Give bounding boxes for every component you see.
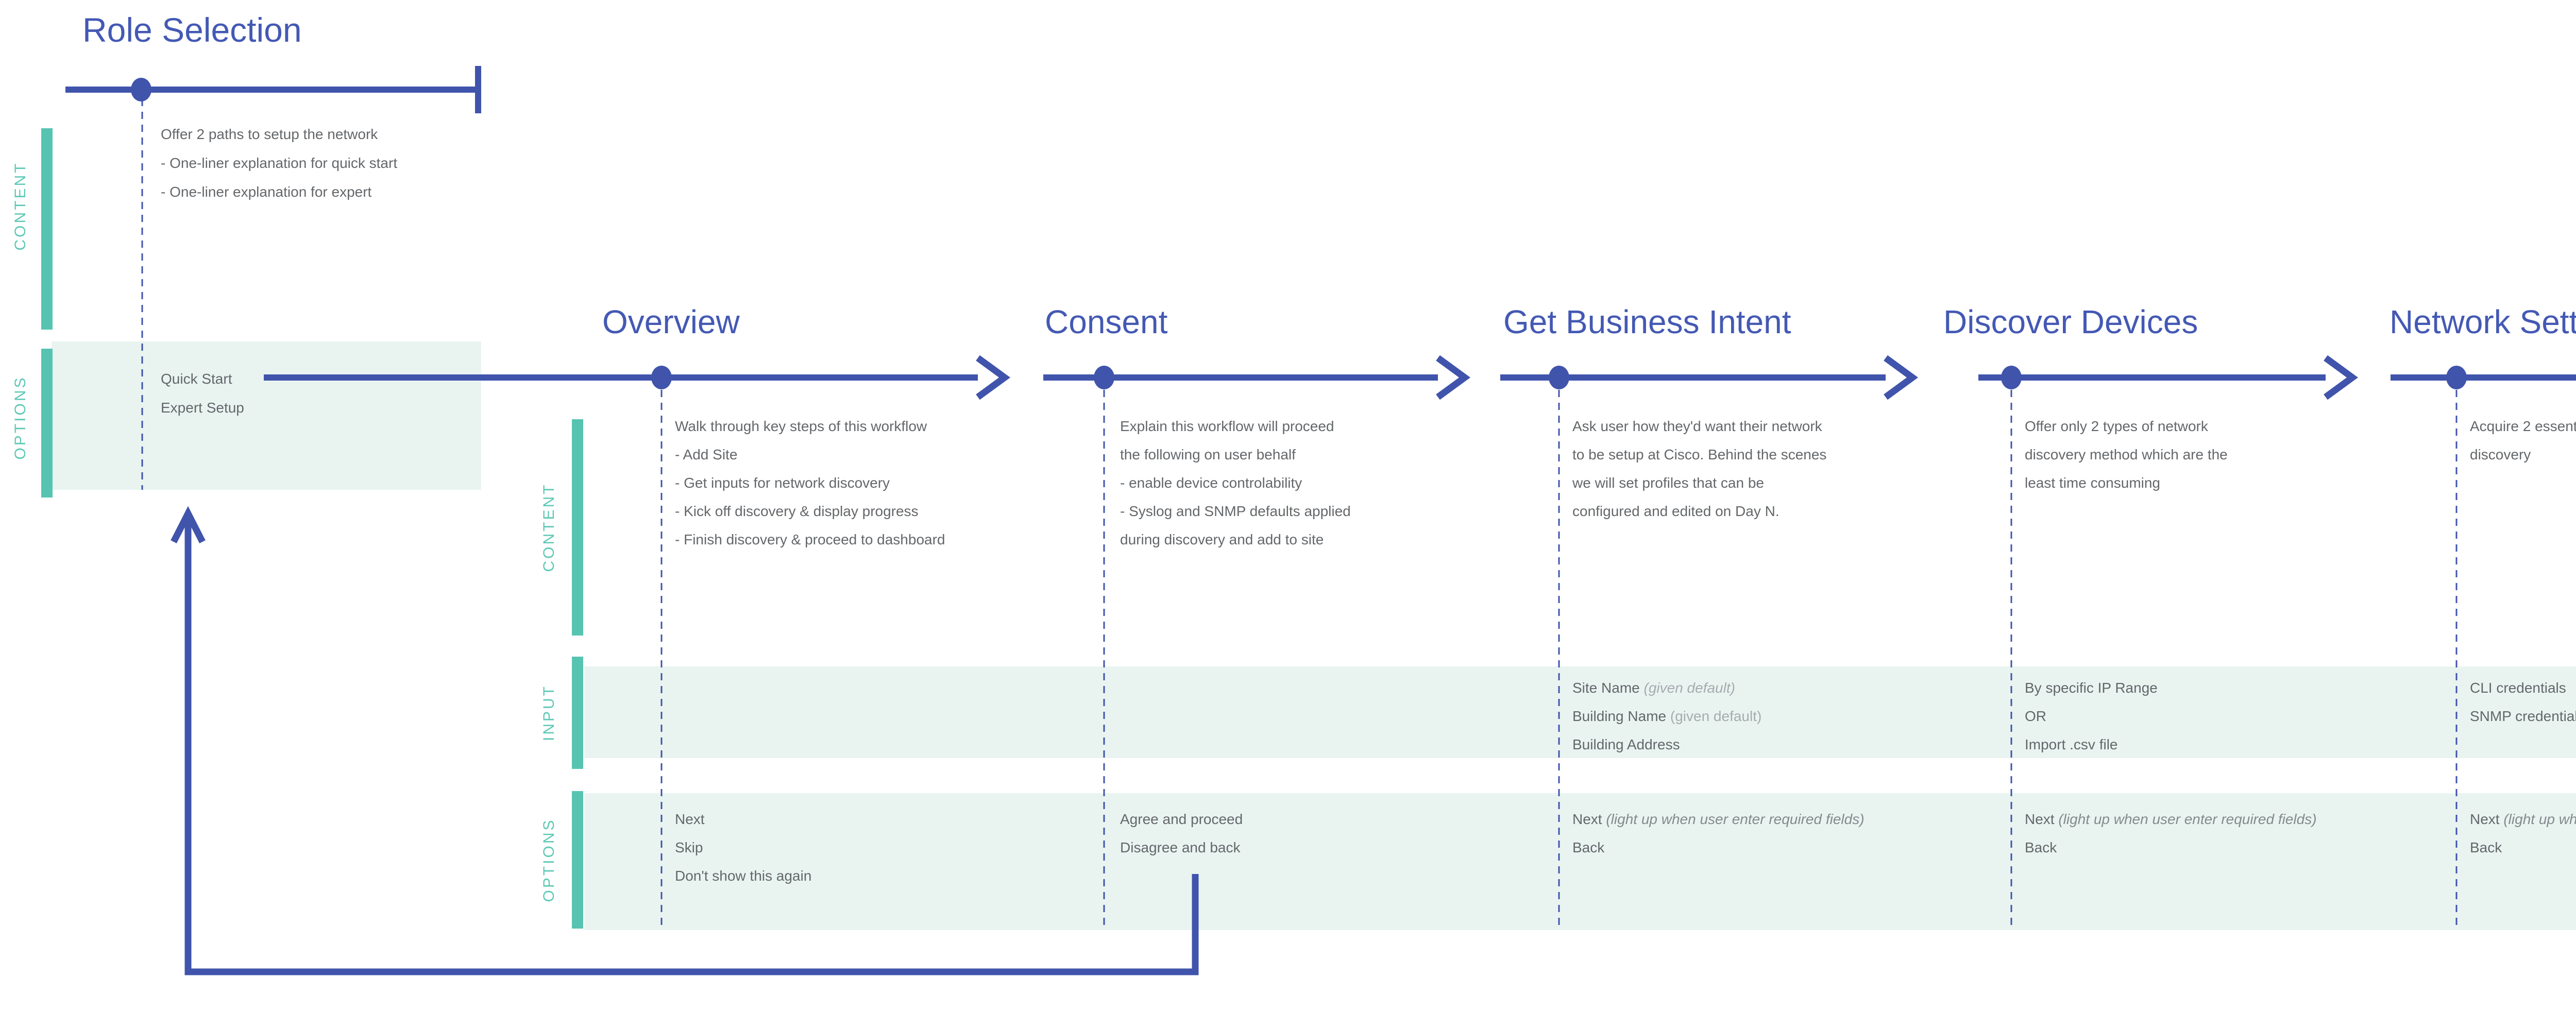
stage-title-network-settings: Network Settings	[2389, 303, 2576, 340]
content-line: Walk through key steps of this workflow	[675, 418, 927, 434]
options-network-settings: Next (light up when user enter required …	[2470, 805, 2576, 862]
content-line: - Add Site	[675, 447, 738, 462]
arrowhead	[2324, 355, 2359, 400]
back-loop-arrow	[171, 506, 1199, 975]
content-line: Offer only 2 types of network	[2025, 418, 2208, 434]
stage-title-get-business-intent: Get Business Intent	[1503, 303, 1791, 340]
input-field-site-name: Site Name (given default)	[1572, 680, 1735, 696]
timeline-dot-network-settings	[2446, 366, 2467, 389]
options-overview: Next Skip Don't show this again	[675, 805, 811, 890]
content-line: Offer 2 paths to setup the network	[161, 126, 378, 142]
content-overview: Walk through key steps of this workflow …	[675, 412, 945, 554]
input-network-settings: CLI credentials SNMP credentials	[2470, 674, 2576, 730]
content-line: Explain this workflow will proceed	[1120, 418, 1334, 434]
content-line: during discovery and add to site	[1120, 531, 1324, 547]
content-line: discovery	[2470, 447, 2531, 462]
content-line: configured and edited on Day N.	[1572, 503, 1780, 519]
input-field-snmp-credentials: SNMP credentials	[2470, 708, 2576, 724]
content-bar-main	[572, 419, 583, 636]
content-line: we will set profiles that can be	[1572, 475, 1764, 491]
content-line: Ask user how they'd want their network	[1572, 418, 1822, 434]
option-next: Next (light up when user enter required …	[1572, 811, 1865, 827]
stage-title-overview: Overview	[602, 303, 740, 340]
options-row-band	[584, 793, 2576, 930]
input-field-building-name: Building Name (given default)	[1572, 708, 1762, 724]
input-option-import-csv: Import .csv file	[2025, 736, 2118, 752]
content-get-business-intent: Ask user how they'd want their network t…	[1572, 412, 1826, 525]
arrowhead	[1436, 355, 1471, 400]
options-bar-main	[572, 791, 583, 929]
content-line: - Get inputs for network discovery	[675, 475, 890, 491]
input-field-building-address: Building Address	[1572, 736, 1680, 752]
timeline-dot-get-business-intent	[1549, 366, 1569, 389]
stage-title-discover-devices: Discover Devices	[1943, 303, 2198, 340]
content-bar-left	[41, 128, 53, 330]
role-selection-content: Offer 2 paths to setup the network - One…	[161, 120, 397, 207]
page-title: Role Selection	[82, 11, 302, 49]
content-line: - enable device controlability	[1120, 475, 1302, 491]
content-line: - Finish discovery & proceed to dashboar…	[675, 531, 945, 547]
timeline-dot	[131, 78, 151, 101]
content-line: discovery method which are the	[2025, 447, 2228, 462]
option-next: Next	[675, 811, 705, 827]
option-back: Back	[1572, 839, 1605, 855]
option-quick-start: Quick Start	[161, 371, 232, 387]
content-line: - Syslog and SNMP defaults applied	[1120, 503, 1351, 519]
option-back: Back	[2025, 839, 2057, 855]
content-line: least time consuming	[2025, 475, 2161, 491]
option-skip: Skip	[675, 839, 703, 855]
option-disagree-back: Disagree and back	[1120, 839, 1241, 855]
option-next: Next (light up when user enter required …	[2025, 811, 2317, 827]
option-dont-show-again: Don't show this again	[675, 868, 812, 884]
arrowhead	[976, 355, 1011, 400]
content-discover-devices: Offer only 2 types of network discovery …	[2025, 412, 2228, 497]
content-line: Acquire 2 essential credentials for	[2470, 418, 2576, 434]
options-get-business-intent: Next (light up when user enter required …	[1572, 805, 1865, 862]
up-arrowhead	[171, 506, 206, 543]
input-option-ip-range: By specific IP Range	[2025, 680, 2158, 696]
timeline-dot-discover-devices	[2001, 366, 2022, 389]
timeline-end-cap	[475, 66, 481, 113]
arrowhead	[1884, 355, 1919, 400]
option-next: Next (light up when user enter required …	[2470, 811, 2576, 827]
options-bar-left	[41, 349, 53, 498]
input-discover-devices: By specific IP Range OR Import .csv file	[2025, 674, 2158, 759]
content-line: to be setup at Cisco. Behind the scenes	[1572, 447, 1827, 462]
content-network-settings: Acquire 2 essential credentials for disc…	[2470, 412, 2576, 469]
input-row-band	[584, 666, 2576, 758]
content-line: - One-liner explanation for quick start	[161, 155, 398, 171]
option-agree-proceed: Agree and proceed	[1120, 811, 1243, 827]
input-get-business-intent: Site Name (given default) Building Name …	[1572, 674, 1761, 759]
content-line: - Kick off discovery & display progress	[675, 503, 919, 519]
role-selection-timeline	[65, 66, 481, 113]
content-line: - One-liner explanation for expert	[161, 184, 372, 200]
main-flow-timeline	[264, 355, 2576, 400]
content-line: the following on user behalf	[1120, 447, 1296, 462]
options-discover-devices: Next (light up when user enter required …	[2025, 805, 2317, 862]
role-selection-options: Quick Start Expert Setup	[161, 365, 244, 422]
input-bar-main	[572, 657, 583, 769]
role-options-band	[52, 341, 481, 490]
option-expert-setup: Expert Setup	[161, 400, 244, 416]
stage-title-consent: Consent	[1045, 303, 1168, 340]
options-consent: Agree and proceed Disagree and back	[1120, 805, 1243, 862]
timeline-dot-overview	[651, 366, 672, 389]
option-back: Back	[2470, 839, 2502, 855]
dashed-guides	[141, 99, 2458, 929]
content-consent: Explain this workflow will proceed the f…	[1120, 412, 1351, 554]
input-option-or: OR	[2025, 708, 2046, 724]
input-field-cli-credentials: CLI credentials	[2470, 680, 2566, 696]
timeline-dot-consent	[1094, 366, 1114, 389]
